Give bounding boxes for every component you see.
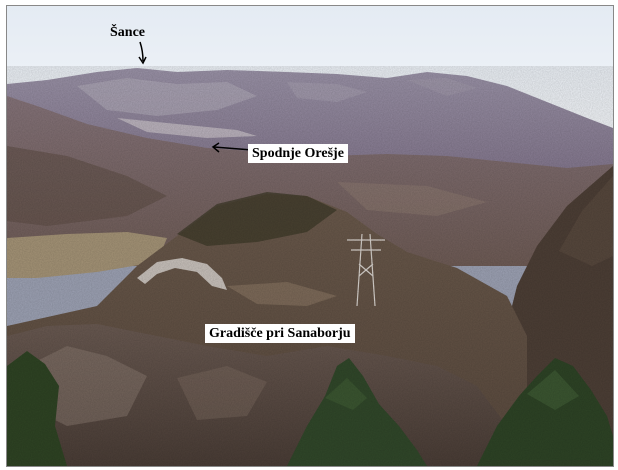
- hillfort-label: Gradišče pri Sanaborju: [205, 324, 355, 343]
- peak-label: Šance: [110, 25, 145, 40]
- village-label: Spodnje Orešje: [248, 144, 348, 163]
- left-arrow-icon: [211, 142, 253, 153]
- landscape-photo: [7, 6, 613, 466]
- photo-frame: Šance Spodnje Orešje Gradišče pri Sanabo…: [6, 5, 614, 467]
- down-arrow-icon: [138, 41, 147, 65]
